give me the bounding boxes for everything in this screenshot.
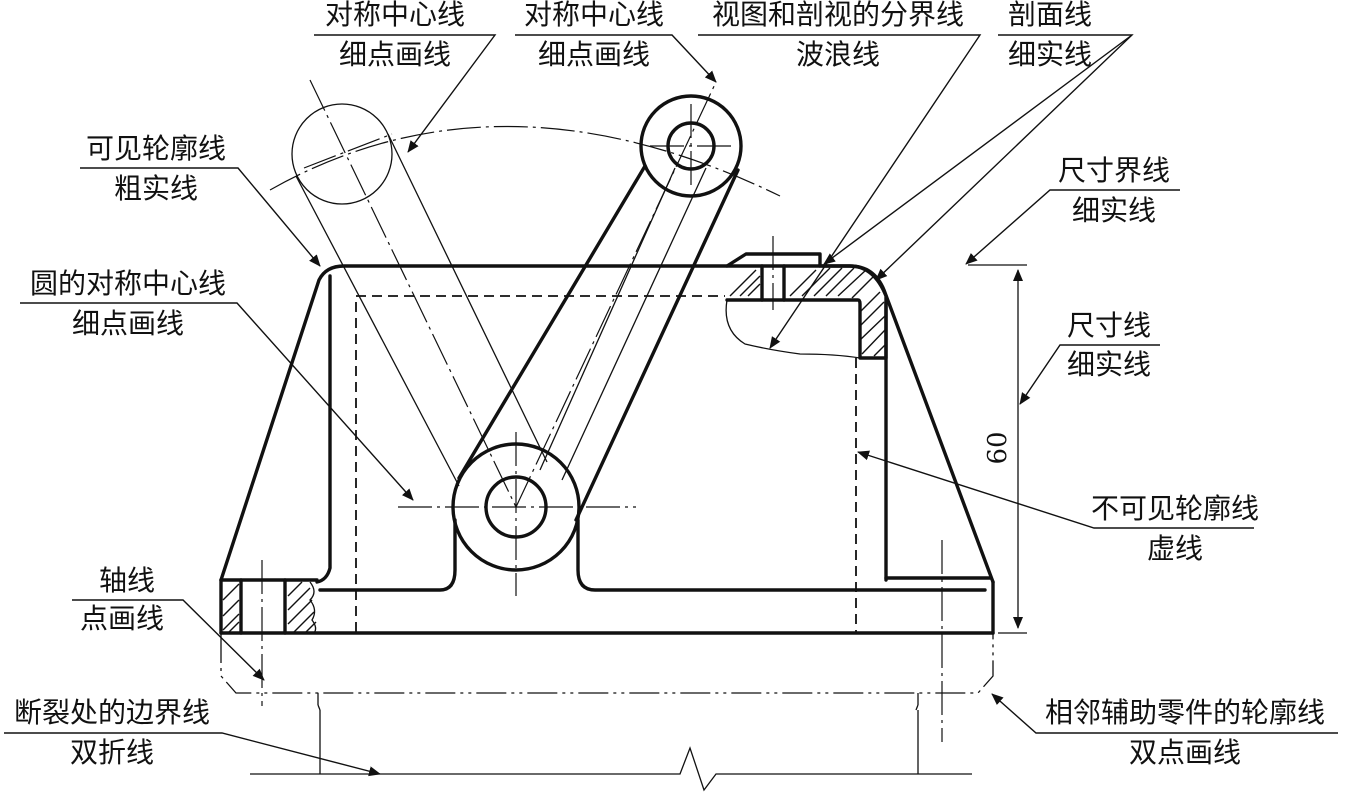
label-circle-center-line2: 细点画线 — [72, 307, 184, 340]
label-visible-line2: 粗实线 — [114, 172, 198, 205]
lower-part — [250, 693, 972, 792]
motion-arc — [269, 125, 781, 197]
label-boundary-line2: 波浪线 — [796, 38, 880, 71]
label-adjacent-line1: 相邻辅助零件的轮廓线 — [1045, 696, 1325, 729]
label-boundary-line1: 视图和剖视的分界线 — [712, 0, 964, 31]
label-ext-line1: 尺寸界线 — [1058, 154, 1170, 187]
label-hidden-line1: 不可见轮廓线 — [1091, 492, 1259, 525]
lever — [303, 79, 743, 596]
label-axis-line2: 点画线 — [80, 602, 164, 635]
dimension-60: 60 — [968, 264, 1027, 634]
leaders — [4, 34, 1338, 777]
label-section-line1: 剖面线 — [1008, 0, 1092, 31]
label-section-line2: 细实线 — [1008, 38, 1092, 71]
dimension-value: 60 — [983, 431, 1013, 464]
label-adjacent-line2: 双点画线 — [1129, 736, 1241, 769]
label-axis-line1: 轴线 — [99, 564, 155, 597]
label-break-line1: 断裂处的边界线 — [14, 696, 210, 729]
hidden-lines — [355, 295, 857, 632]
label-top-sym2-line1: 对称中心线 — [524, 0, 664, 31]
label-ext-line2: 细实线 — [1072, 194, 1156, 227]
label-top-sym1-line1: 对称中心线 — [325, 0, 465, 31]
phantom-lever — [291, 103, 548, 487]
label-hidden-line2: 虚线 — [1147, 532, 1203, 565]
label-break-line2: 双折线 — [70, 736, 154, 769]
adjacent-part — [220, 540, 994, 742]
label-dim-line1: 尺寸线 — [1067, 309, 1151, 342]
left-section — [222, 560, 317, 706]
label-top-sym1-line2: 细点画线 — [339, 38, 451, 71]
label-circle-center-line1: 圆的对称中心线 — [30, 267, 226, 300]
right-section — [725, 236, 888, 360]
label-top-sym2-line2: 细点画线 — [538, 38, 650, 71]
labels: 对称中心线 细点画线 对称中心线 细点画线 视图和剖视的分界线 波浪线 剖面线 … — [14, 0, 1325, 769]
label-dim-line2: 细实线 — [1067, 348, 1151, 381]
label-visible-line1: 可见轮廓线 — [86, 132, 226, 165]
